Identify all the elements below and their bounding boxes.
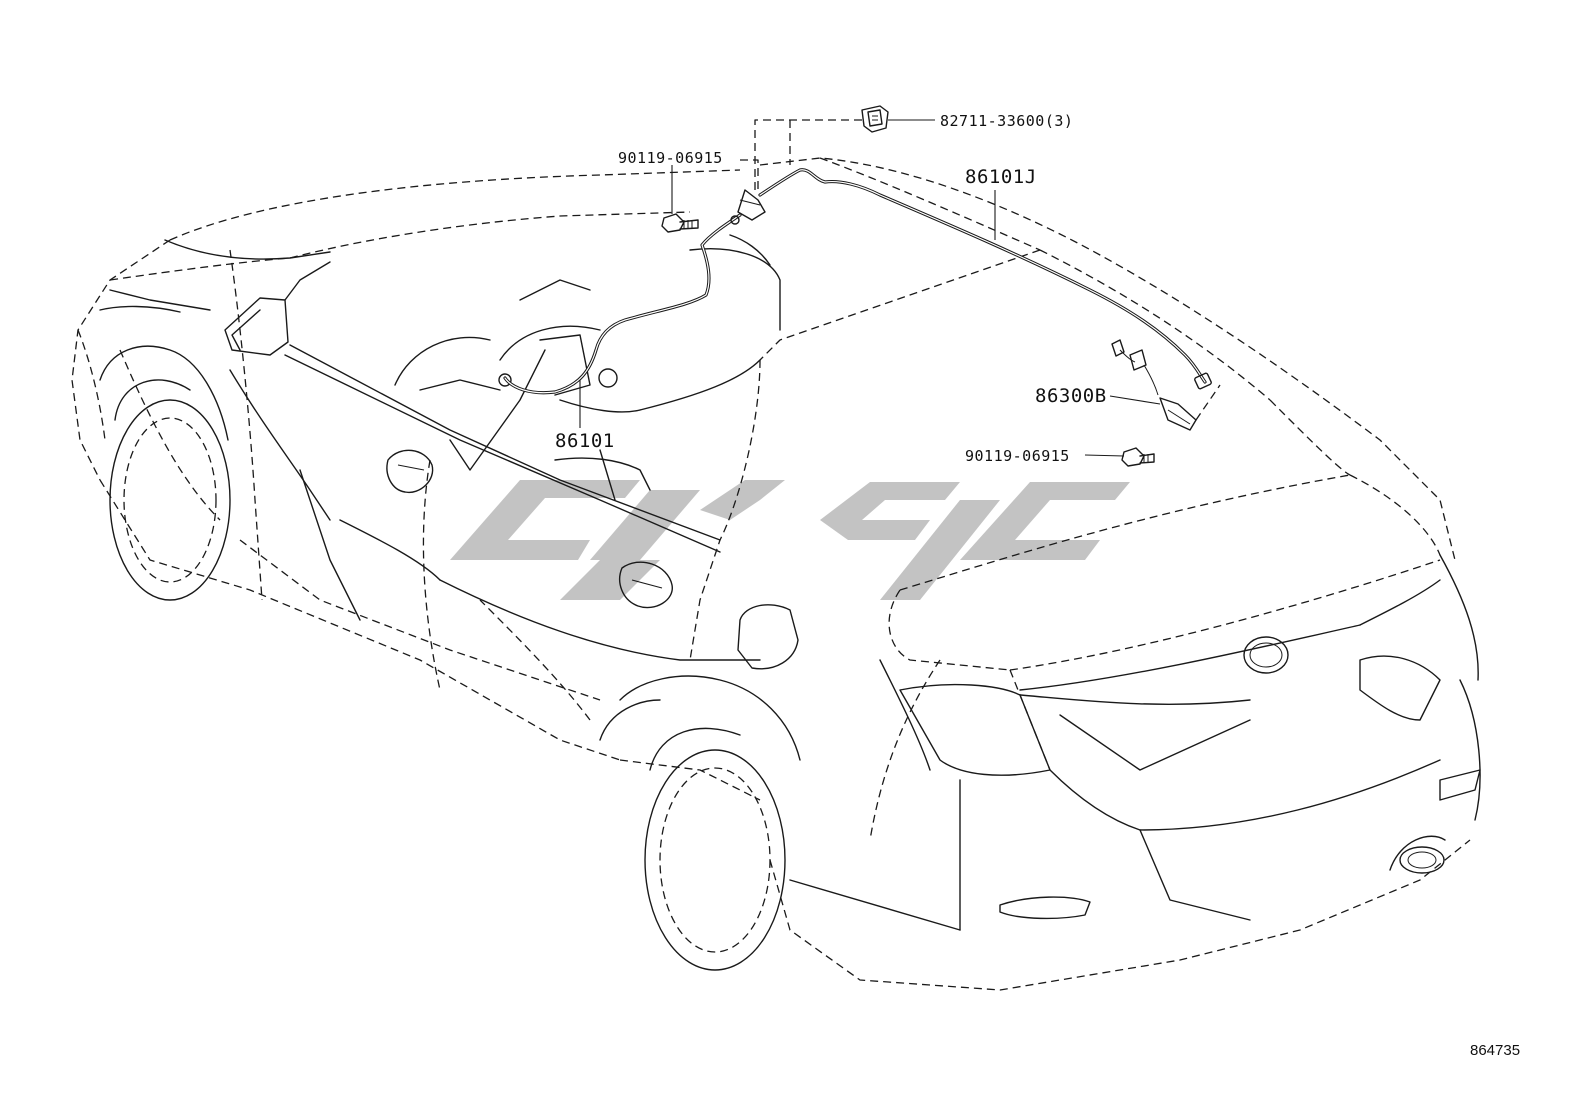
bolt-lower-icon [1121,447,1155,467]
car-body-solid-lines [99,234,1481,971]
clamp-part-icon [861,105,889,133]
callout-upper-bolt-part-number: 90119-06915 [618,149,723,167]
watermark-logo [450,480,1130,600]
leader-lines [579,119,1161,457]
bolt-upper-icon [661,213,699,233]
car-body-outline [71,157,1471,991]
callout-clamp-part-number: 82711-33600(3) [940,112,1073,130]
antenna-cord-86101 [503,189,766,395]
antenna-cord-86101j [758,168,1212,390]
callout-antenna-cord-front-part-number: 86101 [555,430,615,452]
figure-number: 864735 [1470,1042,1520,1059]
callout-antenna-assy-part-number: 86300B [1035,385,1107,407]
callout-lower-bolt-part-number: 90119-06915 [965,447,1070,465]
callout-antenna-cord-rear-part-number: 86101J [965,166,1037,188]
antenna-assy-86300b [1111,339,1221,431]
